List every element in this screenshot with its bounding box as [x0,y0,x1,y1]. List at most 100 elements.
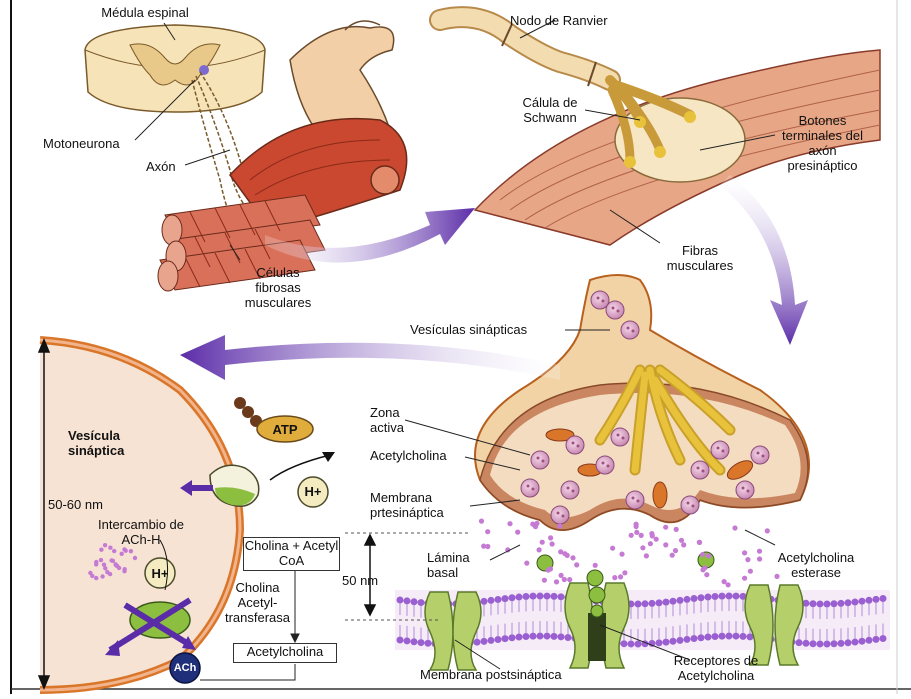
ach-molecule [570,555,575,560]
ach-molecule [634,522,639,527]
ach-molecule [557,524,562,529]
lipid-head [656,599,663,606]
ach-molecule [479,519,484,524]
lipid-head [859,598,866,605]
ach-molecule [674,527,679,532]
vesicle-dot [617,310,620,313]
vesicle [606,301,624,319]
label-cholina-transferasa: Cholina Acetyl-transferasa [220,580,295,625]
lipid-head [663,639,670,646]
ach-molecule [732,525,737,530]
lipid-head [873,596,880,603]
lipid-head [880,635,887,642]
ach-molecule [757,549,762,554]
ach-molecule [524,561,529,566]
ach-molecule [722,579,727,584]
ach-molecule [742,550,747,555]
lipid-head [838,600,845,607]
vesicle [521,479,539,497]
ach-molecule [537,547,542,552]
lipid-head [558,593,565,600]
ach-molecule [550,541,555,546]
vesicle-dot [742,487,745,490]
ach-molecule [745,557,750,562]
lipid-head [418,599,425,606]
ach-molecule [105,570,109,574]
vesicle [736,481,754,499]
vesicle [561,481,579,499]
lipid-head [684,636,691,643]
label-botones-terminales: Botones terminales del axón presináptico [775,113,870,173]
vesicle [611,428,629,446]
lipid-head [677,637,684,644]
lipid-head [817,600,824,607]
lipid-head [635,600,642,607]
ach-molecule [100,574,104,578]
lipid-head [516,594,523,601]
ach-molecule [94,562,98,566]
lipid-head [530,633,537,640]
lipid-head [523,633,530,640]
vesicle-dot [722,450,725,453]
spinal-cord [85,25,265,112]
lipid-head [488,597,495,604]
lipid-head [488,637,495,644]
lipid-head [852,639,859,646]
ach-molecule [700,552,705,557]
vesicle [681,496,699,514]
ach-molecule [567,577,572,582]
vesicle-dot [637,500,640,503]
box-acetylcholina: Acetylcholina [233,643,337,663]
lipid-head [418,639,425,646]
lipid-head [866,637,873,644]
label-ach: ACh [170,661,200,676]
lipid-head [866,597,873,604]
lipid-head [824,640,831,647]
ach-molecule [111,559,115,563]
box-cholina-acetyl-coa: Cholina + Acetyl CoA [243,537,340,571]
vesicle-dot [597,297,600,300]
label-size-50-60: 50-60 nm [48,497,103,512]
label-zona-activa: Zona activa [370,405,430,435]
label-size-50: 50 nm [342,573,378,588]
vesicle-dot [702,470,705,473]
ach-molecule [99,548,103,552]
lipid-head [810,640,817,647]
ach-molecule [663,525,668,530]
ach-molecule [574,562,579,567]
lipid-head [691,595,698,602]
lipid-head [404,597,411,604]
lipid-head [803,640,810,647]
ach-molecule [120,552,124,556]
ach-molecule [639,533,644,538]
lipid-head [698,634,705,641]
flow-arrow-left [180,335,560,380]
ach-molecule [129,549,133,553]
ach-molecule [629,533,634,538]
lipid-head [509,634,516,641]
lipid-head [516,634,523,641]
lipid-head [810,600,817,607]
lipid-head [425,640,432,647]
lipid-head [663,599,670,606]
vesicle-dot [532,488,535,491]
lipid-head [544,593,551,600]
ach-molecule [565,553,570,558]
ach-molecule [622,570,627,575]
ach-molecule [634,530,639,535]
ach-molecule [649,531,654,536]
lipid-head [859,638,866,645]
ach-molecule [540,540,545,545]
label-fibras-musculares: Fibras musculares [660,243,740,273]
label-acetylcholina: Acetylcholina [370,448,447,463]
vesicle-dot [557,512,560,515]
ach-molecule [558,549,563,554]
ach-molecule [670,553,675,558]
ach-molecule [673,548,678,553]
lipid-head [551,633,558,640]
lipid-head [656,639,663,646]
vesicle-dot [687,502,690,505]
lipid-head [537,593,544,600]
lipid-head [397,597,404,604]
